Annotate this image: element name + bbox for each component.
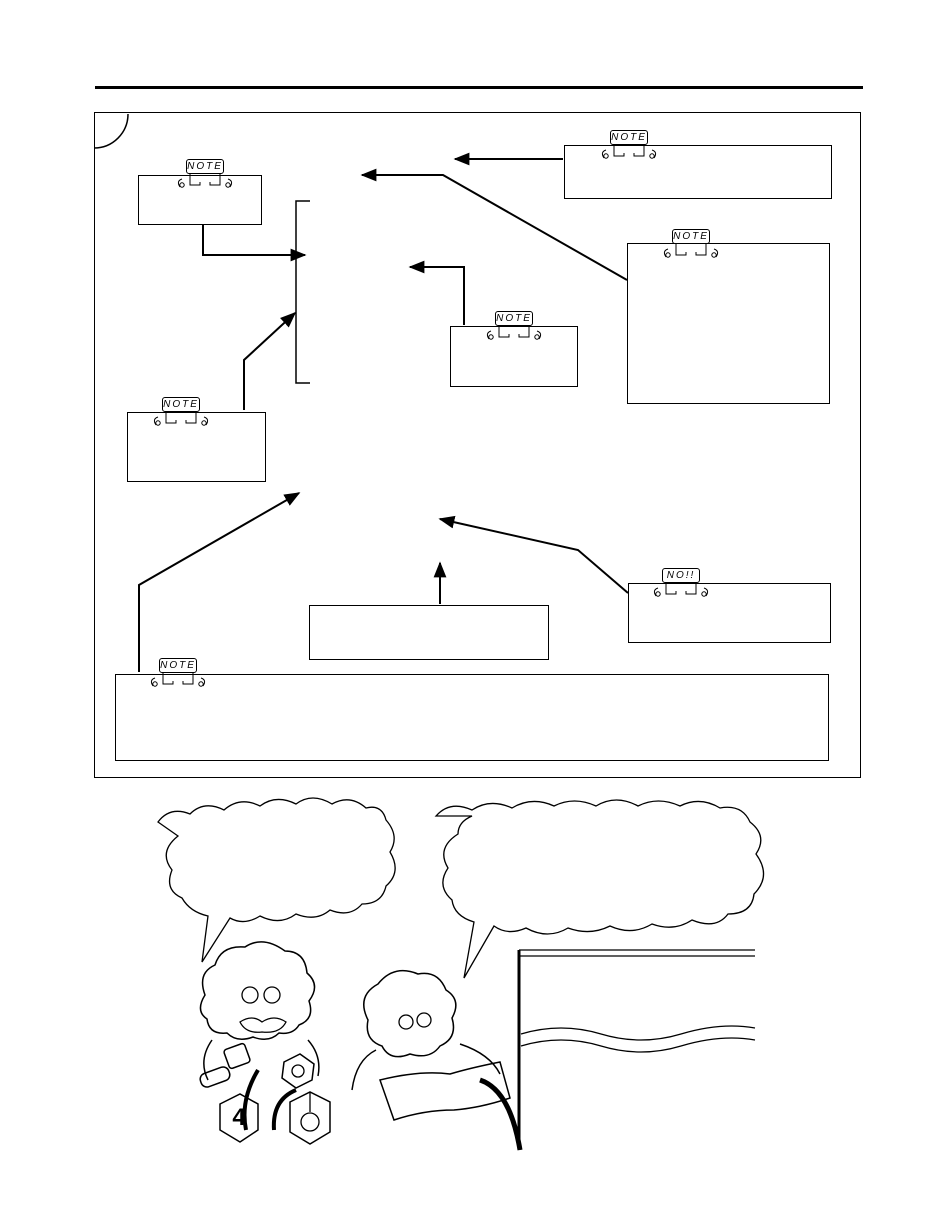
caution-mascot-icon: NO!! — [650, 566, 712, 600]
note-mascot-icon: NOTE — [174, 157, 236, 191]
note-box-bottom-right — [628, 583, 831, 643]
bolt-number-label: 4 — [232, 1104, 246, 1131]
note-mascot-icon: NOTE — [598, 128, 660, 162]
frame-corner-arc — [93, 113, 129, 149]
note-badge-label: NOTE — [610, 130, 648, 145]
note-badge-label: NOTE — [672, 229, 710, 244]
note-box-right-tall — [627, 243, 830, 404]
note-mascot-icon: NOTE — [660, 227, 722, 261]
left-speech-bubble — [157, 797, 396, 963]
note-badge-label: NOTE — [186, 159, 224, 174]
mechanic-character-icon — [199, 941, 331, 1145]
arrow-left — [243, 311, 297, 410]
note-box-center — [450, 326, 578, 387]
arrow-bottom-wide — [138, 492, 301, 672]
note-badge-label: NOTE — [495, 311, 533, 326]
header-rule — [95, 86, 863, 89]
note-mascot-icon: NOTE — [483, 309, 545, 343]
center-bracket — [295, 200, 310, 384]
arrow-center — [408, 260, 465, 325]
right-speech-bubble — [434, 799, 765, 979]
diagram-frame — [94, 112, 861, 778]
note-box-top-right — [564, 145, 832, 199]
arrow-right-tall — [360, 168, 628, 281]
reader-character-icon — [351, 969, 523, 1151]
note-badge-label: NOTE — [159, 658, 197, 673]
note-box-bottom-wide — [115, 674, 829, 761]
note-mascot-icon: NOTE — [150, 395, 212, 429]
note-mascot-icon: NOTE — [147, 656, 209, 690]
manual-page-illustration — [517, 949, 756, 1150]
note-badge-label: NOTE — [162, 397, 200, 412]
arrow-top-left — [202, 224, 307, 262]
note-box-top-left — [138, 175, 262, 225]
caution-badge-label: NO!! — [662, 568, 700, 583]
center-text-box — [309, 605, 549, 660]
arrow-bottom-right — [438, 515, 629, 594]
